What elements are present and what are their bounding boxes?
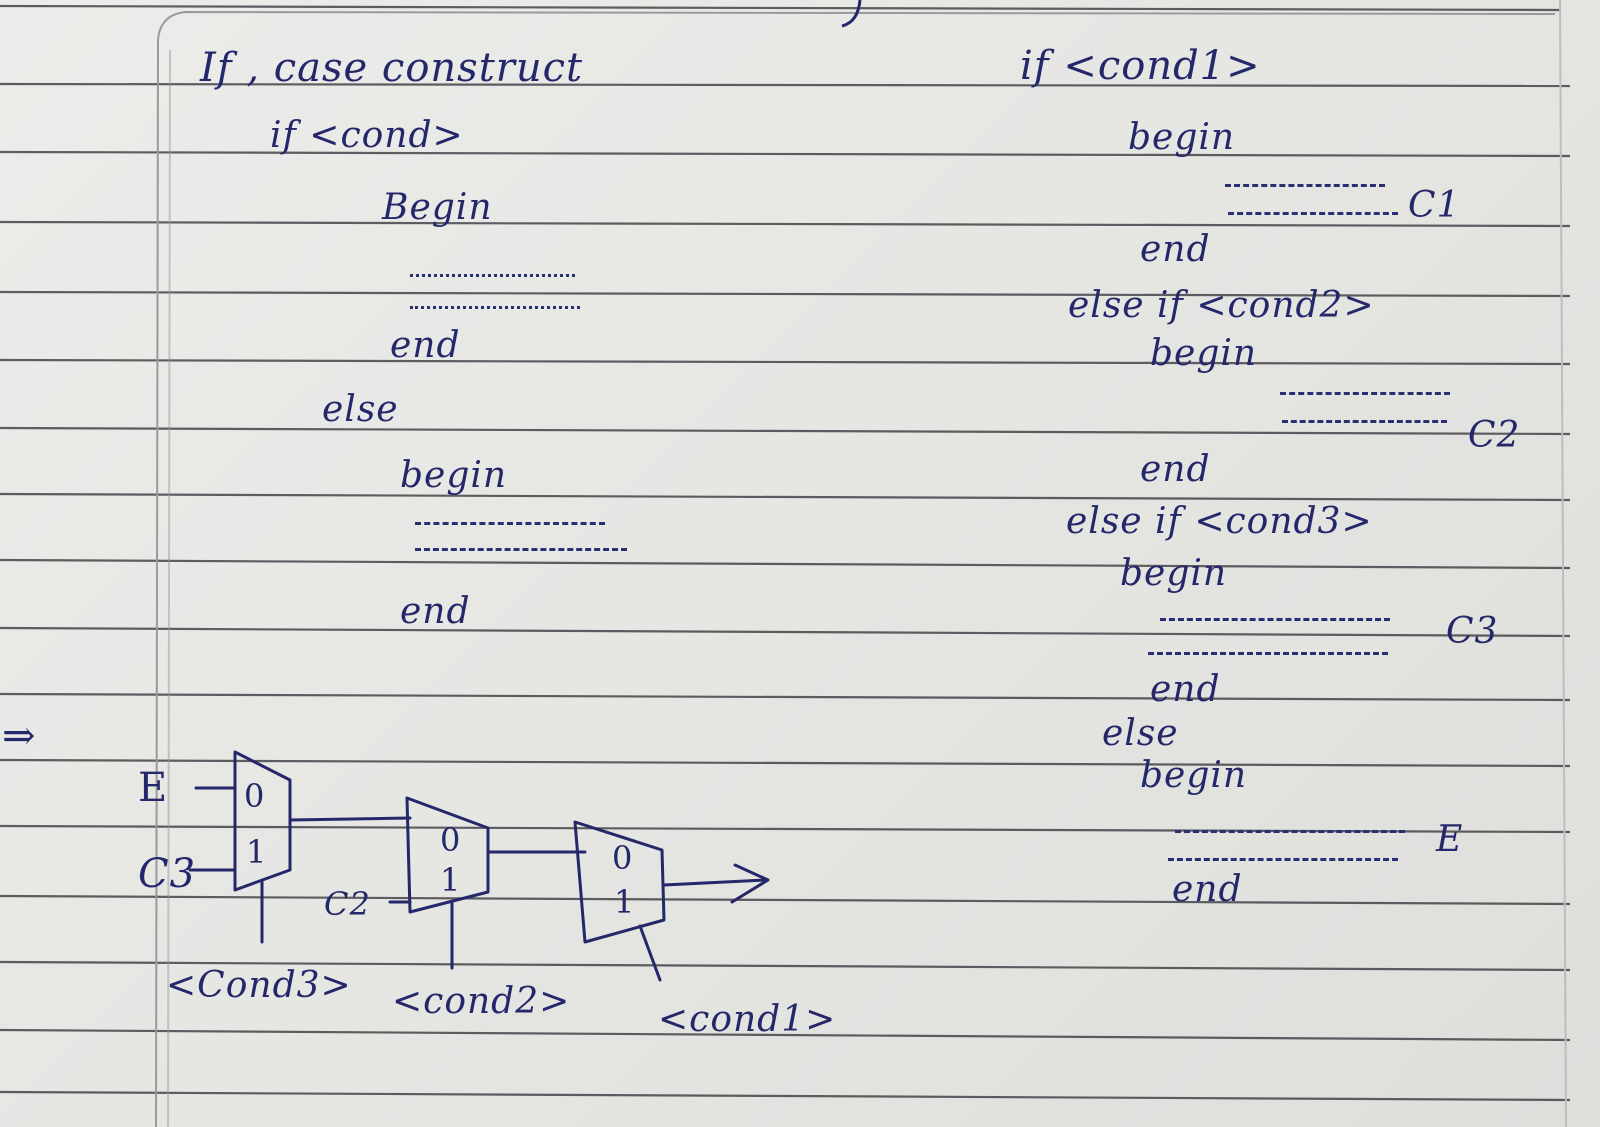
else-keyword: else [322, 389, 399, 430]
end-keyword: end [1140, 449, 1211, 490]
mux1-port-1: 1 [246, 833, 268, 871]
mux-3 [573, 820, 666, 944]
input-label-c3: C3 [138, 851, 197, 897]
page-title: If , case construct [200, 45, 584, 91]
code-placeholder-line [1225, 184, 1385, 187]
code-label-c2: C2 [1468, 415, 1521, 456]
output-arrow [662, 863, 770, 904]
end-keyword: end [1150, 669, 1221, 710]
if-cond-line: if <cond> [270, 115, 464, 156]
code-placeholder-line [415, 522, 605, 525]
code-placeholder-line [415, 548, 627, 551]
mux3-port-0: 0 [612, 839, 634, 877]
code-placeholder-line [1160, 618, 1390, 621]
code-placeholder-line [1282, 420, 1447, 423]
code-placeholder-line [1228, 212, 1398, 215]
wire-mux1-to-mux2 [288, 816, 412, 822]
code-label-c3: C3 [1446, 611, 1499, 652]
mux-1 [233, 750, 292, 892]
select-label-cond2: <cond2> [392, 981, 571, 1022]
begin-keyword: begin [1150, 333, 1258, 374]
end-keyword: end [1172, 869, 1243, 910]
mux2-port-0: 0 [440, 821, 462, 859]
code-placeholder-line [410, 274, 575, 277]
code-placeholder-line [1280, 392, 1450, 395]
mux2-port-1: 1 [440, 861, 462, 899]
code-label-c1: C1 [1408, 185, 1461, 226]
else-if-cond3-line: else if <cond3> [1066, 501, 1373, 542]
end-keyword: end [390, 325, 461, 366]
select-label-cond3: <Cond3> [166, 965, 352, 1006]
code-placeholder-line [1168, 858, 1398, 861]
begin-keyword: begin [1128, 117, 1236, 158]
mux3-port-1: 1 [614, 883, 636, 921]
if-cond1-line: if <cond1> [1020, 43, 1261, 89]
begin-keyword: Begin [382, 187, 493, 228]
else-if-cond2-line: else if <cond2> [1068, 285, 1375, 326]
select-label-cond1: <cond1> [658, 999, 837, 1040]
implies-arrow: ⇒ [2, 713, 37, 759]
input-label-e: E [138, 765, 169, 811]
mux-2 [405, 796, 490, 914]
begin-keyword: begin [400, 455, 508, 496]
end-keyword: end [400, 591, 471, 632]
input-label-c2: C2 [324, 885, 371, 923]
else-keyword: else [1102, 713, 1179, 754]
mux1-port-0: 0 [244, 777, 266, 815]
wire-sel-cond1 [638, 924, 662, 982]
code-label-e: E [1436, 819, 1464, 860]
begin-keyword: begin [1140, 755, 1248, 796]
end-keyword: end [1140, 229, 1211, 270]
code-placeholder-line [1148, 652, 1388, 655]
begin-keyword: begin [1120, 553, 1228, 594]
code-placeholder-line [410, 306, 580, 309]
code-placeholder-line [1175, 830, 1405, 833]
